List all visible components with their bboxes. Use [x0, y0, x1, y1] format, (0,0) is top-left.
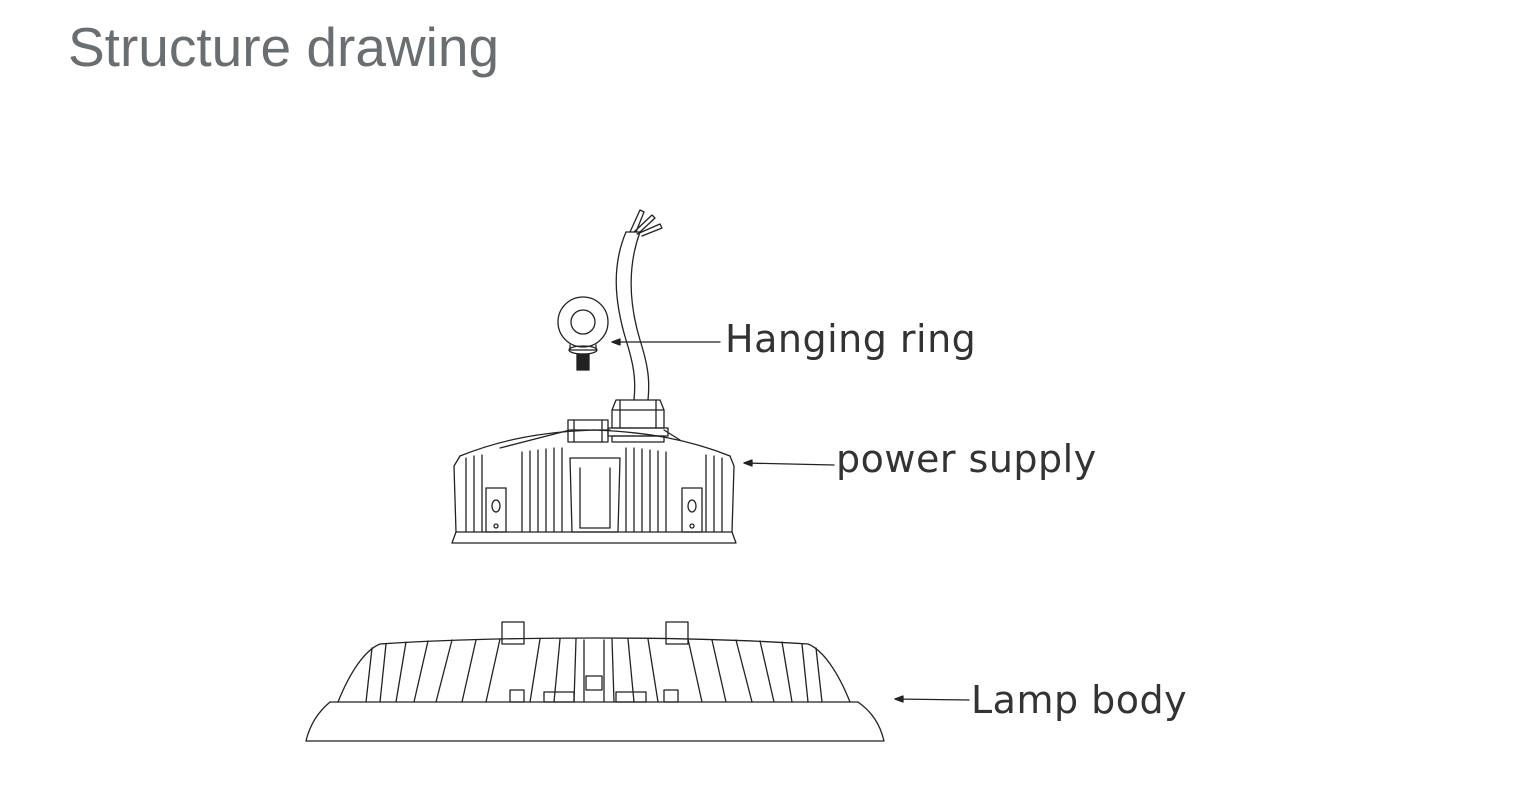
- power-supply-label: power supply: [836, 437, 1097, 481]
- page-title: Structure drawing: [68, 16, 500, 78]
- lamp-body-drawing: [305, 621, 885, 742]
- leader-lines: [611, 338, 970, 703]
- hanging-ring-drawing: [557, 296, 609, 371]
- lamp-body-label: Lamp body: [971, 678, 1188, 722]
- power-supply-drawing: [451, 419, 737, 544]
- power-cable-drawing: [615, 209, 663, 401]
- hanging-ring-label: Hanging ring: [725, 317, 977, 361]
- cable-gland-drawing: [607, 399, 669, 443]
